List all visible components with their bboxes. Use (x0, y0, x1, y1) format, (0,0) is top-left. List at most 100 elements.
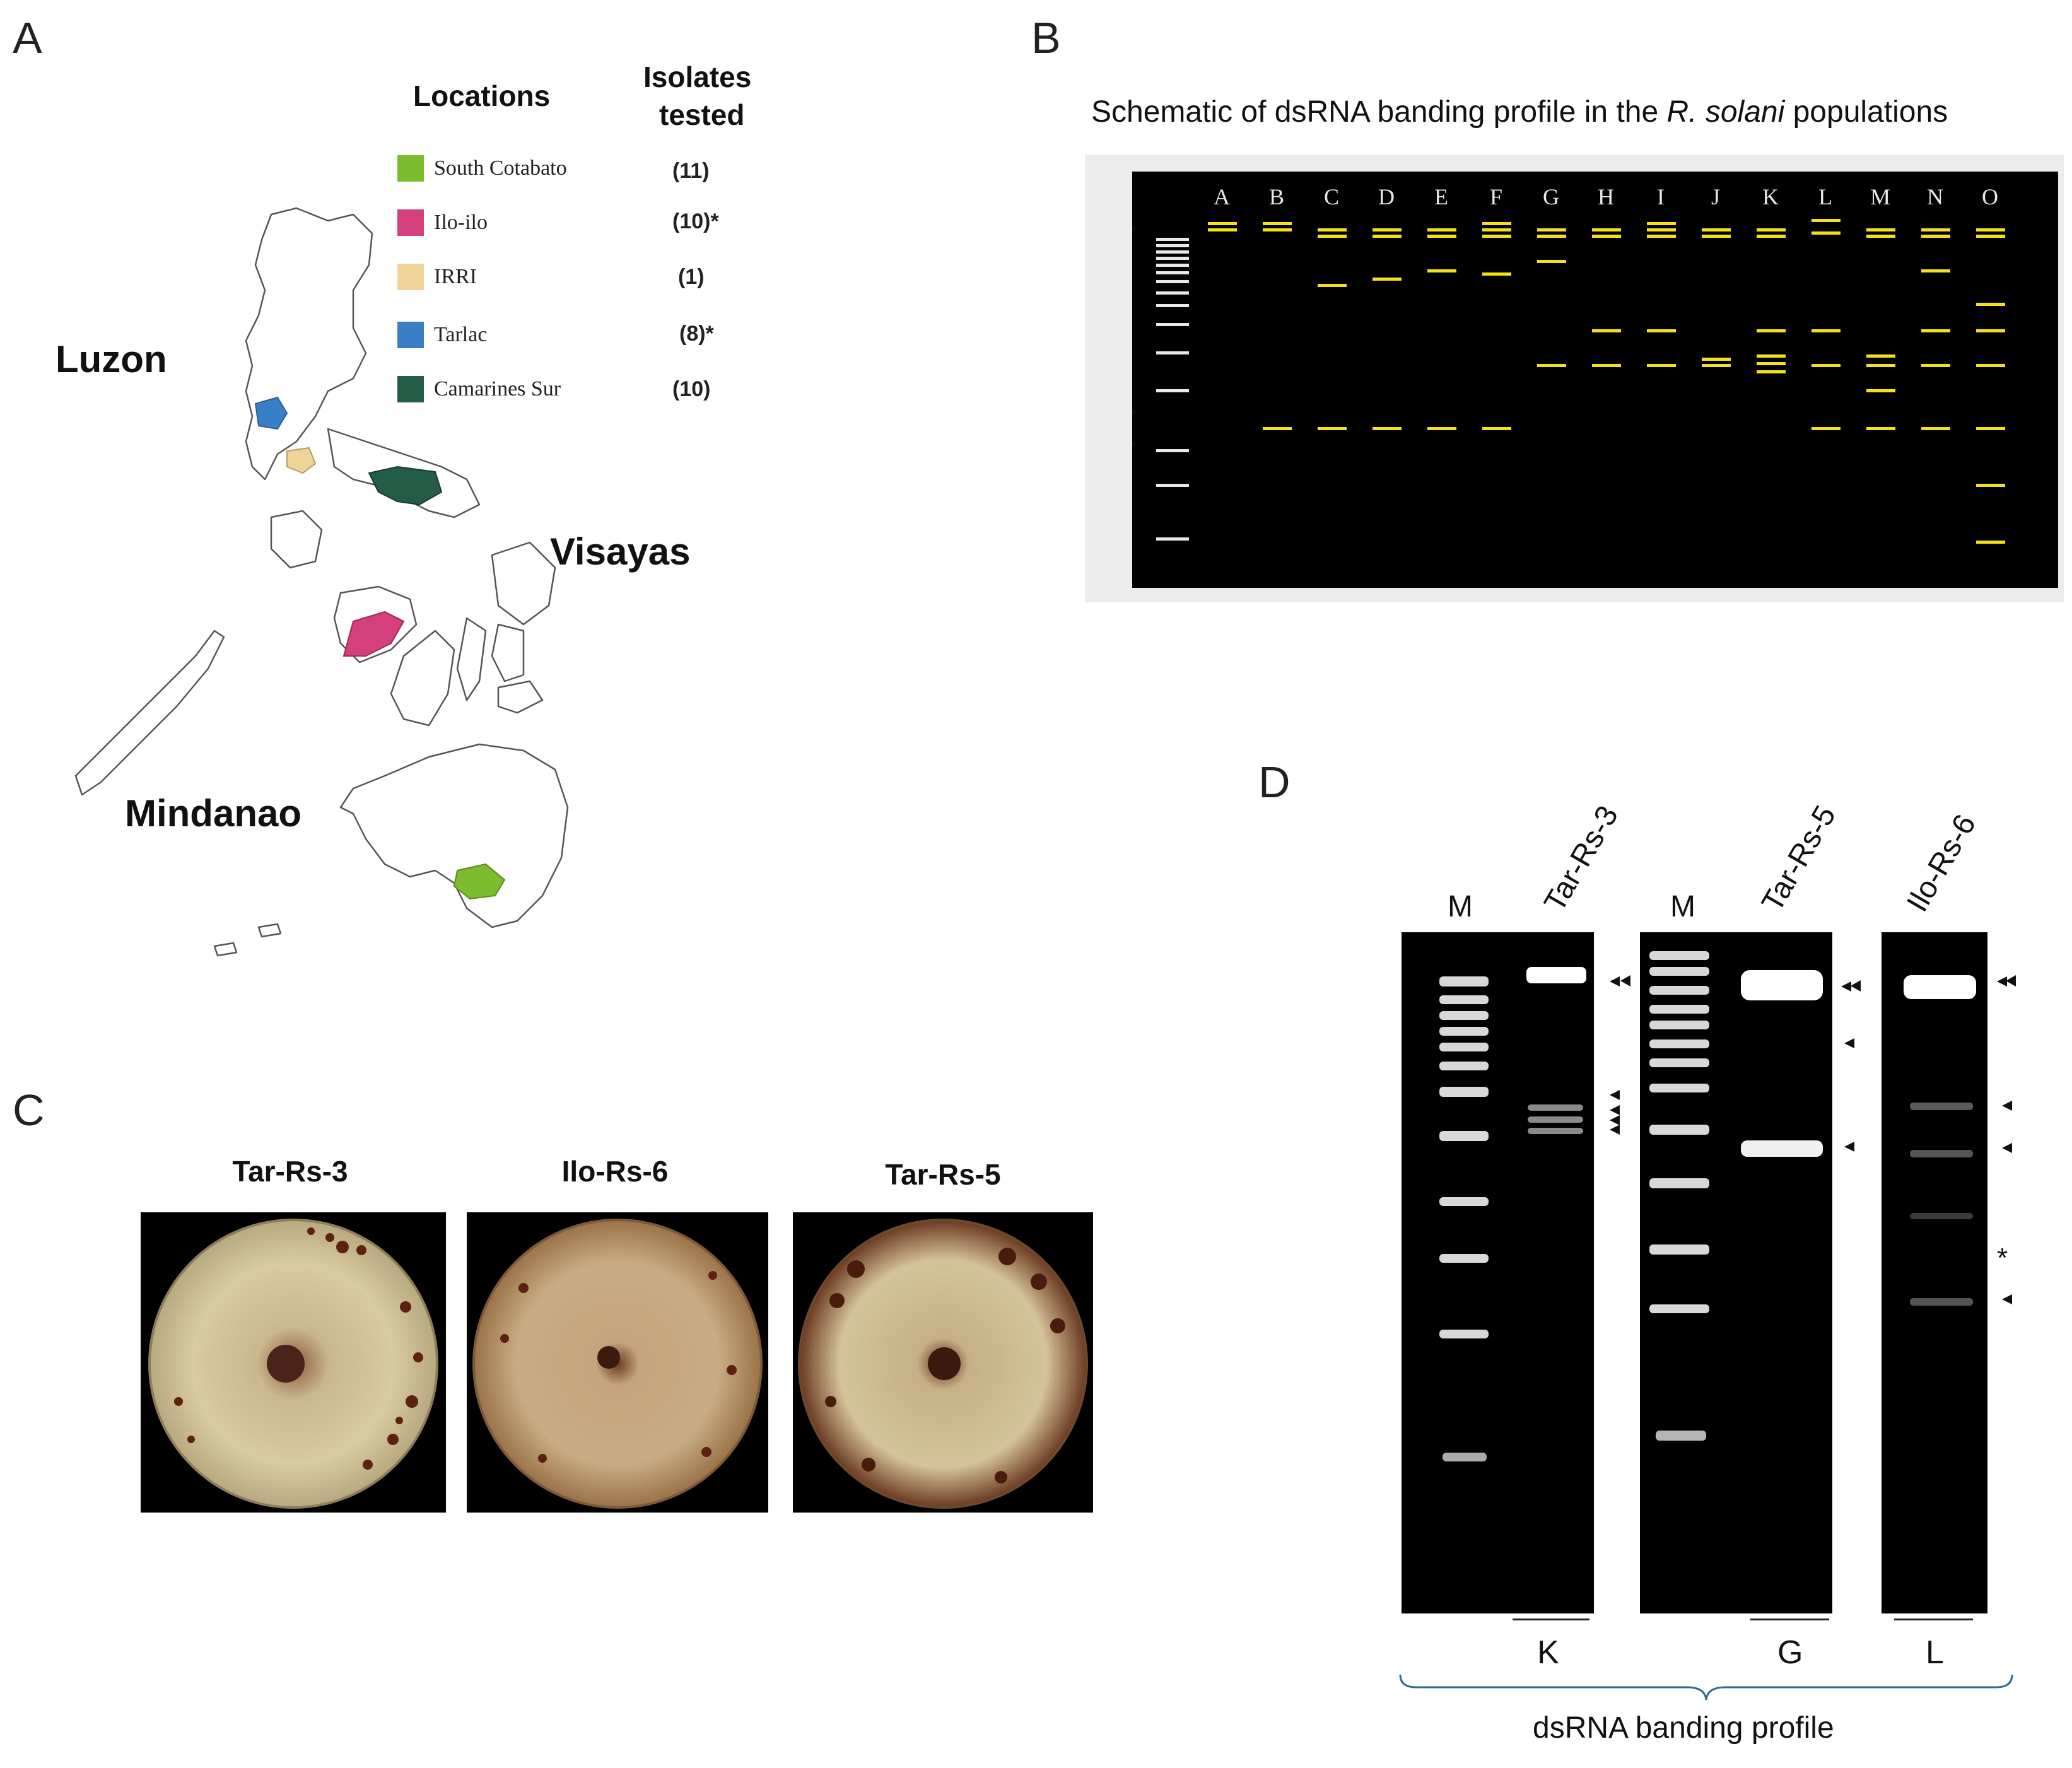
dsrna-band (1757, 228, 1786, 231)
ladder-band (1156, 291, 1189, 295)
legend-swatch (397, 209, 424, 236)
dsrna-band (1482, 235, 1511, 238)
ladder-bands (1156, 238, 1189, 541)
arrowhead-icon (2002, 1294, 2012, 1304)
legend-swatch (397, 322, 424, 348)
ladder-band (1156, 537, 1189, 541)
arrowhead-icon (1844, 1038, 1854, 1048)
dsrna-band (1921, 235, 1950, 238)
legend-label: Tarlac (434, 323, 488, 346)
dsrna-band (1866, 354, 1895, 358)
dsrna-band (1482, 427, 1511, 430)
legend-label: Camarines Sur (434, 377, 561, 401)
panel-b-letter: B (1031, 13, 1061, 62)
lane-letter: M (1870, 184, 1890, 209)
lane-letter: K (1762, 184, 1779, 209)
panel-b-title-post: populations (1784, 95, 1948, 129)
dsrna-band (1482, 228, 1511, 231)
plate-label: Tar-Rs-5 (885, 1158, 1001, 1191)
arrowhead-icon (1610, 1125, 1620, 1135)
dsrna-band (1427, 427, 1456, 430)
dsrna-band (1318, 427, 1347, 430)
dsrna-band (1537, 364, 1566, 367)
dsrna-band (1866, 235, 1895, 238)
ladder-band (1156, 323, 1189, 326)
ladder-band (1156, 257, 1189, 260)
cebu-island (456, 617, 487, 701)
dsrna-band (1537, 235, 1566, 238)
culture-plate-ilo-rs-6 (467, 1212, 768, 1513)
dsrna-band (1976, 427, 2005, 430)
camarines-sur-region (368, 465, 443, 506)
dsrna-band (1263, 222, 1292, 225)
arrowhead-icon (1610, 976, 1620, 986)
dsrna-band (1318, 284, 1347, 287)
dsrna-band (1373, 427, 1402, 430)
luzon-label: Luzon (56, 338, 167, 380)
panel-b-title-pre: Schematic of dsRNA banding profile in th… (1091, 95, 1667, 129)
dsrna-band (1866, 228, 1895, 231)
dsrna-band (1757, 362, 1786, 365)
dsrna-band (1812, 427, 1841, 430)
ladder-labels: 10.08.06.05.04.03.53.02.52.01.51.00.750.… (1123, 225, 1135, 448)
ladder-band (1156, 389, 1189, 392)
dsrna-band (1647, 228, 1676, 231)
legend-swatch (397, 376, 424, 402)
lane-letter: E (1434, 184, 1448, 209)
ladder-size-label: 0.75 (1132, 408, 1135, 416)
legend-count: (11) (672, 159, 710, 183)
dsrna-band (1866, 427, 1895, 430)
brace-label: dsRNA banding profile (1533, 1711, 1834, 1745)
dsrna-band (1537, 260, 1566, 263)
dsrna-band (1373, 235, 1402, 238)
panel-d-letter: D (1258, 758, 1291, 807)
gel-image-3 (1882, 932, 1987, 1613)
arrowhead-icon (1841, 981, 1851, 992)
lane-letter: A (1214, 184, 1230, 209)
dsrna-band (1482, 272, 1511, 276)
irri-region (286, 447, 317, 474)
lane-header-tar-rs-5: Tar-Rs-5 (1755, 800, 1843, 918)
mindanao-label: Mindanao (125, 792, 301, 834)
lane-bands (1208, 219, 2005, 544)
leyte-island (491, 623, 525, 682)
dsrna-band (1318, 228, 1347, 231)
lane-header-m: M (1448, 890, 1473, 923)
dsrna-band (1647, 235, 1676, 238)
dsrna-band (1702, 364, 1731, 367)
lane-letter: G (1543, 184, 1559, 209)
dsrna-band (1976, 364, 2005, 367)
dsrna-band (1976, 228, 2005, 231)
lane-underline (1513, 1619, 1589, 1620)
ladder-band (1156, 264, 1189, 267)
iloilo-region (342, 611, 405, 657)
dsrna-band (1427, 235, 1456, 238)
panel-c-letter: C (13, 1086, 45, 1135)
dsrna-band (1592, 228, 1621, 231)
dsrna-band (1373, 228, 1402, 231)
plate-label: Tar-Rs-3 (232, 1155, 348, 1188)
legend-label: IRRI (434, 265, 477, 288)
dsrna-band (1757, 329, 1786, 332)
lane-letter: H (1598, 184, 1614, 209)
lane-letter: D (1378, 184, 1395, 209)
ladder-band (1156, 244, 1189, 247)
dsrna-band (1976, 235, 2005, 238)
legend-label: South Cotabato (434, 156, 567, 180)
arrowhead-icon (2006, 975, 2016, 986)
profile-letter: K (1537, 1634, 1559, 1671)
lane-underline (1894, 1619, 1973, 1620)
schematic-gel-svg: 10.08.06.05.04.03.53.02.52.01.51.00.750.… (1123, 184, 2005, 544)
ladder-size-label: 10.0 (1132, 225, 1135, 233)
ladder-band (1156, 280, 1189, 283)
dsrna-band (1373, 278, 1402, 281)
dsrna-band (1812, 364, 1841, 367)
lane-header-tar-rs-3: Tar-Rs-3 (1538, 800, 1625, 918)
dsrna-band (1592, 364, 1621, 367)
palawan-island (74, 629, 225, 796)
isolates-header-line2: tested (659, 98, 745, 131)
panel-b-title-italic: R. solani (1666, 95, 1785, 129)
dsrna-band (1757, 370, 1786, 373)
legend-swatch (397, 264, 424, 290)
dsrna-band (1482, 222, 1511, 225)
